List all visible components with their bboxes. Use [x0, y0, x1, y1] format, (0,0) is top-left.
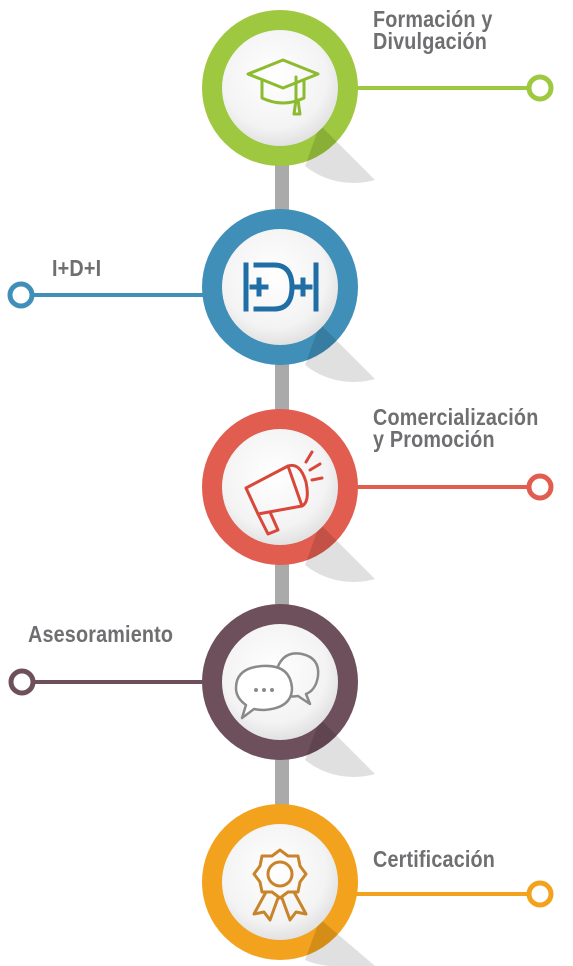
graduation-cap-icon	[246, 58, 320, 116]
connector-end-ring	[526, 74, 554, 102]
node-label-certificacion: Certificación	[373, 846, 496, 872]
node-shadow	[305, 919, 375, 966]
node-label-comercializacion: Comercialización y Promoción	[373, 404, 539, 452]
node-comercializacion	[202, 409, 554, 582]
connector-end-ring	[8, 668, 36, 696]
node-shadow	[305, 524, 375, 582]
speech-bubbles-icon	[234, 652, 320, 720]
node-label-idi: I+D+I	[52, 255, 102, 281]
node-idi	[7, 209, 375, 382]
node-shadow	[305, 719, 375, 777]
award-ribbon-icon	[252, 848, 308, 922]
node-inner-plate	[222, 824, 338, 940]
megaphone-icon	[244, 450, 324, 536]
node-inner-plate	[222, 229, 338, 345]
idi-logo-icon	[243, 262, 319, 312]
node-label-asesoramiento: Asesoramiento	[28, 621, 174, 647]
node-formacion	[202, 10, 554, 183]
node-shadow	[305, 125, 375, 183]
node-shadow	[305, 324, 375, 382]
node-label-formacion: Formación y Divulgación	[373, 6, 493, 54]
connector-end-ring	[526, 473, 554, 501]
node-inner-plate	[222, 429, 338, 545]
connector-end-ring	[7, 281, 35, 309]
node-asesoramiento	[8, 604, 375, 777]
connector-end-ring	[526, 880, 554, 908]
node-certificacion	[202, 804, 554, 966]
